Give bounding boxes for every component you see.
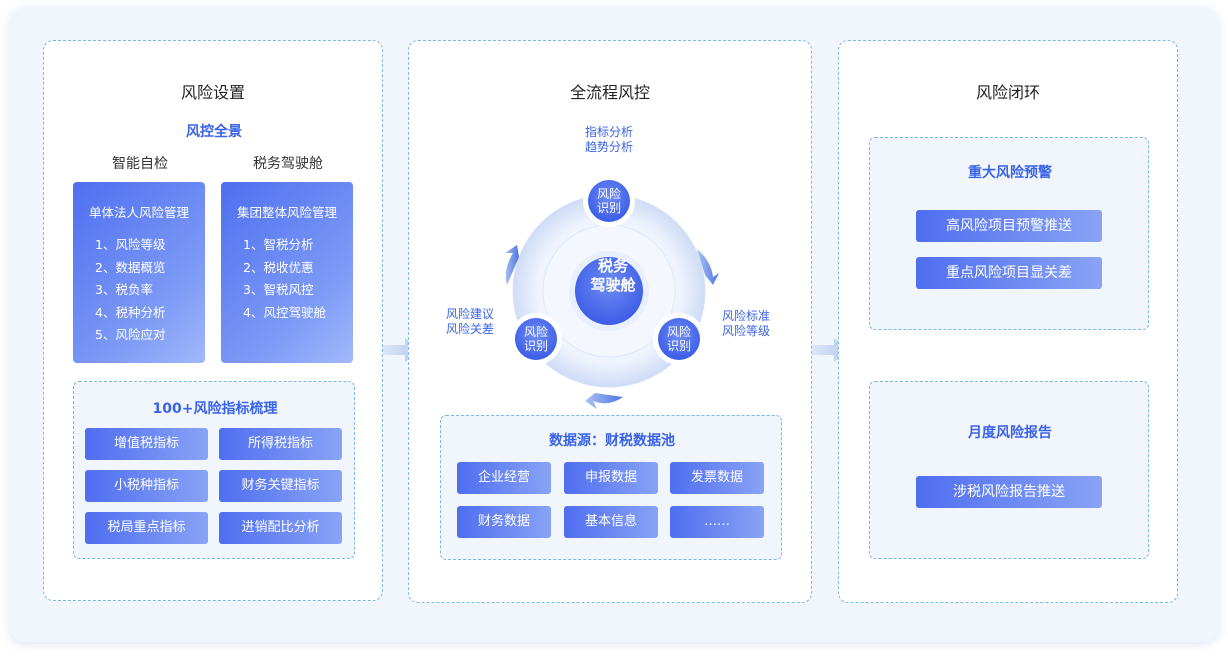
datasource-more: …… — [670, 506, 764, 538]
indicators-title: 100+风险指标梳理 — [152, 401, 278, 417]
label-line: 税务 — [597, 257, 628, 275]
label-line: 风险标准 — [721, 309, 770, 323]
subtitle-risk-overview: 风控全景 — [186, 124, 242, 140]
label-risk-standard: 风险标准 风险等级 — [711, 309, 781, 339]
indicator-minor-tax: 小税种指标 — [85, 470, 208, 502]
datasource-box: 数据源：财税数据池 企业经营 申报数据 发票数据 财务数据 基本信息 …… — [440, 415, 782, 560]
datasource-invoice: 发票数据 — [670, 462, 764, 494]
panel-risk-settings: 风险设置 风控全景 智能自检 税务驾驶舱 单体法人风险管理 1、风险等级 2、数… — [43, 40, 383, 601]
label-line: 驾驶舱 — [590, 276, 636, 294]
indicator-income-tax: 所得税指标 — [219, 428, 342, 460]
node-risk-identify-left: 风险 识别 — [512, 325, 560, 353]
list-item: 1、智税分析 — [243, 237, 314, 252]
cycle-arrow-icon — [697, 249, 719, 285]
list-item: 5、风险应对 — [95, 327, 166, 342]
column-header-self-check: 智能自检 — [112, 156, 168, 172]
indicator-tax-bureau: 税局重点指标 — [85, 512, 208, 544]
panel-title-risk-settings: 风险设置 — [180, 83, 245, 102]
indicators-box: 100+风险指标梳理 增值税指标 所得税指标 小税种指标 财务关键指标 税局重点… — [73, 381, 355, 559]
label-line: 风险建议 — [445, 307, 494, 321]
list-item: 3、税负率 — [95, 282, 153, 297]
label-risk-suggestion: 风险建议 风险关差 — [435, 307, 505, 337]
key-risk-gap: 重点风险项目显关差 — [916, 257, 1102, 289]
node-risk-identify-top: 风险 识别 — [585, 187, 633, 215]
label-line: 风险 — [523, 325, 548, 339]
center-label: 税务 驾驶舱 — [575, 257, 651, 295]
list-item: 2、数据概览 — [95, 259, 166, 275]
label-line: 风险等级 — [721, 324, 770, 338]
high-risk-push: 高风险项目预警推送 — [916, 210, 1102, 242]
label-line: 识别 — [666, 339, 691, 353]
card-group-risk: 集团整体风险管理 1、智税分析 2、税收优惠 3、智税风控 4、风控驾驶舱 — [221, 182, 353, 363]
major-risk-warning-title: 重大风险预警 — [968, 165, 1052, 181]
label-line: 指标分析 — [584, 125, 633, 139]
card-title: 集团整体风险管理 — [236, 205, 337, 220]
monthly-report-box: 月度风险报告 涉税风险报告推送 — [869, 381, 1149, 559]
datasource-finance: 财务数据 — [457, 506, 551, 538]
column-header-tax-cockpit: 税务驾驶舱 — [253, 156, 323, 172]
panel-title-risk-closed-loop: 风险闭环 — [975, 83, 1040, 102]
datasource-declaration: 申报数据 — [564, 462, 658, 494]
label-line: 风险 — [596, 187, 621, 201]
tax-risk-report-push: 涉税风险报告推送 — [916, 476, 1102, 508]
risk-cycle-diagram — [505, 175, 719, 409]
panel-full-process: 全流程风控 指标分析 趋势分析 — [408, 40, 812, 603]
list-item: 1、风险等级 — [95, 237, 166, 252]
panel-title-full-process: 全流程风控 — [569, 83, 650, 102]
monthly-report-title: 月度风险报告 — [968, 425, 1052, 441]
node-risk-identify-right: 风险 识别 — [655, 325, 703, 353]
label-line: 识别 — [523, 339, 548, 353]
label-line: 风险 — [666, 325, 691, 339]
card-title: 单体法人风险管理 — [88, 205, 189, 220]
list-item: 4、风控驾驶舱 — [243, 304, 326, 320]
panel-risk-closed-loop: 风险闭环 重大风险预警 高风险项目预警推送 重点风险项目显关差 月度风险报告 涉… — [838, 40, 1178, 603]
list-item: 3、智税风控 — [243, 282, 314, 297]
label-line: 趋势分析 — [584, 140, 633, 154]
cycle-arrow-icon — [585, 393, 623, 409]
datasource-title: 数据源：财税数据池 — [549, 433, 675, 449]
card-single-entity-risk: 单体法人风险管理 1、风险等级 2、数据概览 3、税负率 4、税种分析 5、风险… — [73, 182, 205, 363]
indicator-purchase-sale: 进销配比分析 — [219, 512, 342, 544]
label-indicator-analysis: 指标分析 趋势分析 — [559, 125, 659, 155]
major-risk-warning-box: 重大风险预警 高风险项目预警推送 重点风险项目显关差 — [869, 137, 1149, 330]
indicator-vat: 增值税指标 — [85, 428, 208, 460]
datasource-basic-info: 基本信息 — [564, 506, 658, 538]
cycle-arrow-icon — [505, 245, 519, 285]
datasource-business: 企业经营 — [457, 462, 551, 494]
list-item: 2、税收优惠 — [243, 259, 314, 275]
indicator-finance-key: 财务关键指标 — [219, 470, 342, 502]
label-line: 风险关差 — [445, 322, 494, 336]
label-line: 识别 — [596, 201, 621, 215]
list-item: 4、税种分析 — [95, 304, 166, 320]
